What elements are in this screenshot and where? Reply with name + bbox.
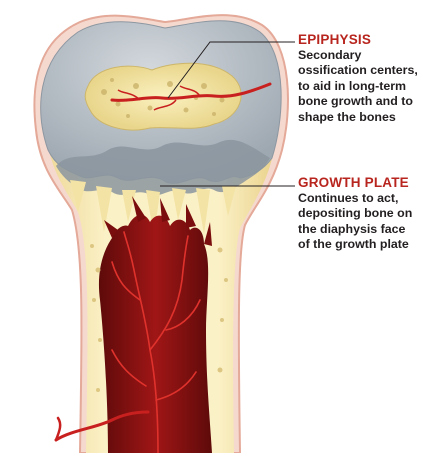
- growth-plate-line: the diaphysis face: [298, 222, 443, 237]
- epiphysis-title: EPIPHYSIS: [298, 31, 443, 48]
- epiphysis-callout: EPIPHYSIS Secondary ossification centers…: [298, 31, 443, 125]
- growth-plate-description: Continues to act, depositing bone on the…: [298, 191, 443, 253]
- epiphysis-description: Secondary ossification centers, to aid i…: [298, 48, 443, 125]
- growth-plate-line: of the growth plate: [298, 237, 443, 252]
- growth-plate-callout: GROWTH PLATE Continues to act, depositin…: [298, 174, 443, 253]
- growth-plate-line: depositing bone on: [298, 206, 443, 221]
- growth-plate-line: Continues to act,: [298, 191, 443, 206]
- epiphysis-line: ossification centers,: [298, 63, 443, 78]
- epiphysis-line: shape the bones: [298, 110, 443, 125]
- epiphysis-line: to aid in long-term: [298, 79, 443, 94]
- epiphysis-line: bone growth and to: [298, 94, 443, 109]
- epiphysis-line: Secondary: [298, 48, 443, 63]
- growth-plate-title: GROWTH PLATE: [298, 174, 443, 191]
